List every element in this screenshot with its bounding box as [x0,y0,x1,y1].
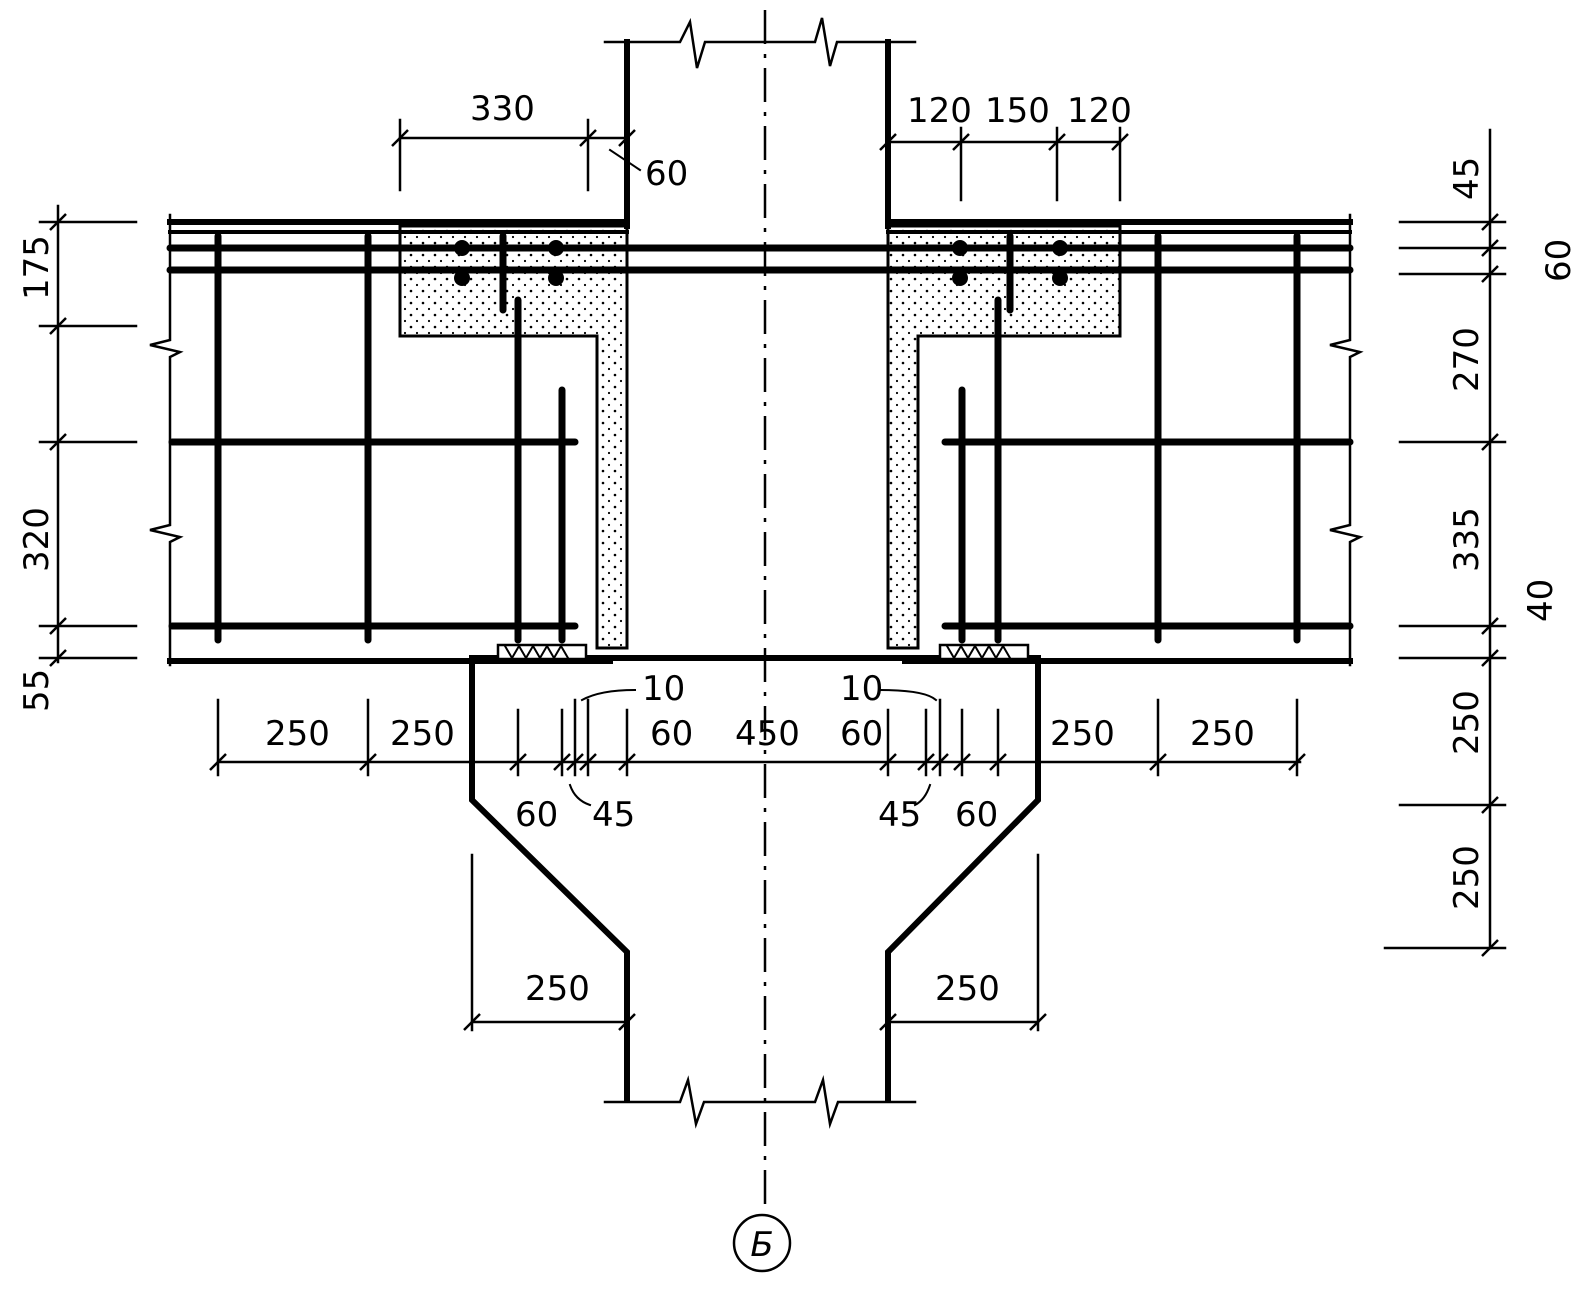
column-upper [603,17,917,229]
dim-175-left: 175 [17,235,57,300]
dim-120-b: 120 [1067,91,1132,131]
dim-row-250-c: 250 [1050,714,1115,754]
dim-row-10-left: 10 [642,669,685,709]
dim-row-250-b: 250 [390,714,455,754]
grout-fill-right [886,224,1122,650]
dim-335-right: 335 [1447,507,1487,572]
dim-top-right: 120 150 120 [879,91,1132,202]
dim-55-left: 55 [17,669,57,712]
right-beam [885,213,1364,667]
dim-lower: 250 250 [463,853,1047,1032]
axis-marker-circle [732,1213,792,1273]
dim-60-right: 60 [1539,239,1579,282]
dim-250-right-b: 250 [1447,845,1487,910]
grout-fill-left [398,224,629,650]
dim-horizontal-row: 250 250 10 60 450 10 60 250 250 60 45 45… [209,669,1306,835]
axis-marker: Б [732,1213,792,1273]
dim-45-right: 45 [1447,157,1487,200]
dim-330: 330 [470,89,535,129]
dim-row-45-right: 45 [878,795,921,835]
dim-lower-250-right: 250 [935,969,1000,1009]
axis-marker-label: Б [750,1225,773,1265]
dim-120-a: 120 [907,91,972,131]
dim-row-250-a: 250 [265,714,330,754]
dim-row-10-right: 10 [840,669,883,709]
dim-lower-250-left: 250 [525,969,590,1009]
dim-row-450: 450 [735,714,800,754]
dim-right-vertical: 45 60 270 335 40 250 250 [1383,128,1579,957]
dim-320-left: 320 [17,507,57,572]
dim-top-left: 330 60 [391,89,688,194]
dim-row-60-left-top: 60 [650,714,693,754]
dim-row-60-right-bottom: 60 [955,795,998,835]
dim-row-250-d: 250 [1190,714,1255,754]
dim-150: 150 [985,91,1050,131]
dim-left-vertical: 175 320 55 [17,204,138,712]
dim-270-right: 270 [1447,327,1487,392]
left-beam [149,213,1354,667]
dim-row-60-right-top: 60 [840,714,883,754]
dim-60-top: 60 [645,154,688,194]
dim-row-60-left-bottom: 60 [515,795,558,835]
dim-row-45-left: 45 [592,795,635,835]
dim-250-right-a: 250 [1447,690,1487,755]
dim-40-right: 40 [1521,579,1561,622]
